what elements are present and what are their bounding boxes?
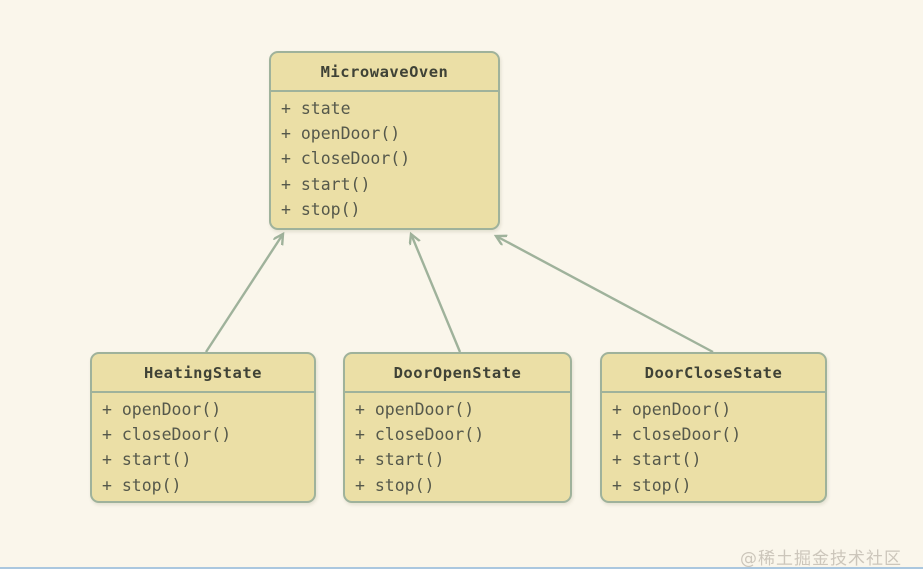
class-member: + start() <box>281 174 371 194</box>
class-title: DoorOpenState <box>345 354 570 393</box>
watermark: @稀土掘金技术社区 <box>740 549 902 569</box>
class-title: DoorCloseState <box>602 354 825 393</box>
class-member: + openDoor() <box>102 399 222 419</box>
class-member: + state <box>281 98 351 118</box>
arrow-dooropenstate-to-microwaveoven <box>411 234 462 353</box>
class-member: + stop() <box>281 200 361 220</box>
class-member: + stop() <box>612 475 692 495</box>
class-member: + stop() <box>102 475 182 495</box>
class-member: + openDoor() <box>612 399 732 419</box>
arrow-doorclosestate-to-microwaveoven <box>496 236 714 354</box>
class-title: MicrowaveOven <box>271 53 498 92</box>
class-member: + start() <box>102 450 192 470</box>
class-member: + closeDoor() <box>355 424 485 444</box>
class-body: + openDoor() + closeDoor() + start() + s… <box>92 393 314 499</box>
uml-class-microwaveoven: MicrowaveOven + state + openDoor() + clo… <box>269 51 500 230</box>
class-member: + closeDoor() <box>612 424 742 444</box>
class-member: + start() <box>355 450 445 470</box>
class-body: + openDoor() + closeDoor() + start() + s… <box>602 393 825 499</box>
uml-class-heatingstate: HeatingState + openDoor() + closeDoor() … <box>90 352 316 503</box>
arrow-heatingstate-to-microwaveoven <box>204 234 283 353</box>
class-body: + openDoor() + closeDoor() + start() + s… <box>345 393 570 499</box>
class-member: + start() <box>612 450 702 470</box>
class-title: HeatingState <box>92 354 314 393</box>
class-member: + closeDoor() <box>102 424 232 444</box>
bottom-edge-line <box>0 567 923 573</box>
class-body: + state + openDoor() + closeDoor() + sta… <box>271 92 498 223</box>
class-member: + openDoor() <box>355 399 475 419</box>
class-member: + openDoor() <box>281 123 401 143</box>
class-member: + closeDoor() <box>281 149 411 169</box>
class-member: + stop() <box>355 475 435 495</box>
uml-class-dooropenstate: DoorOpenState + openDoor() + closeDoor()… <box>343 352 572 503</box>
uml-class-doorclosestate: DoorCloseState + openDoor() + closeDoor(… <box>600 352 827 503</box>
